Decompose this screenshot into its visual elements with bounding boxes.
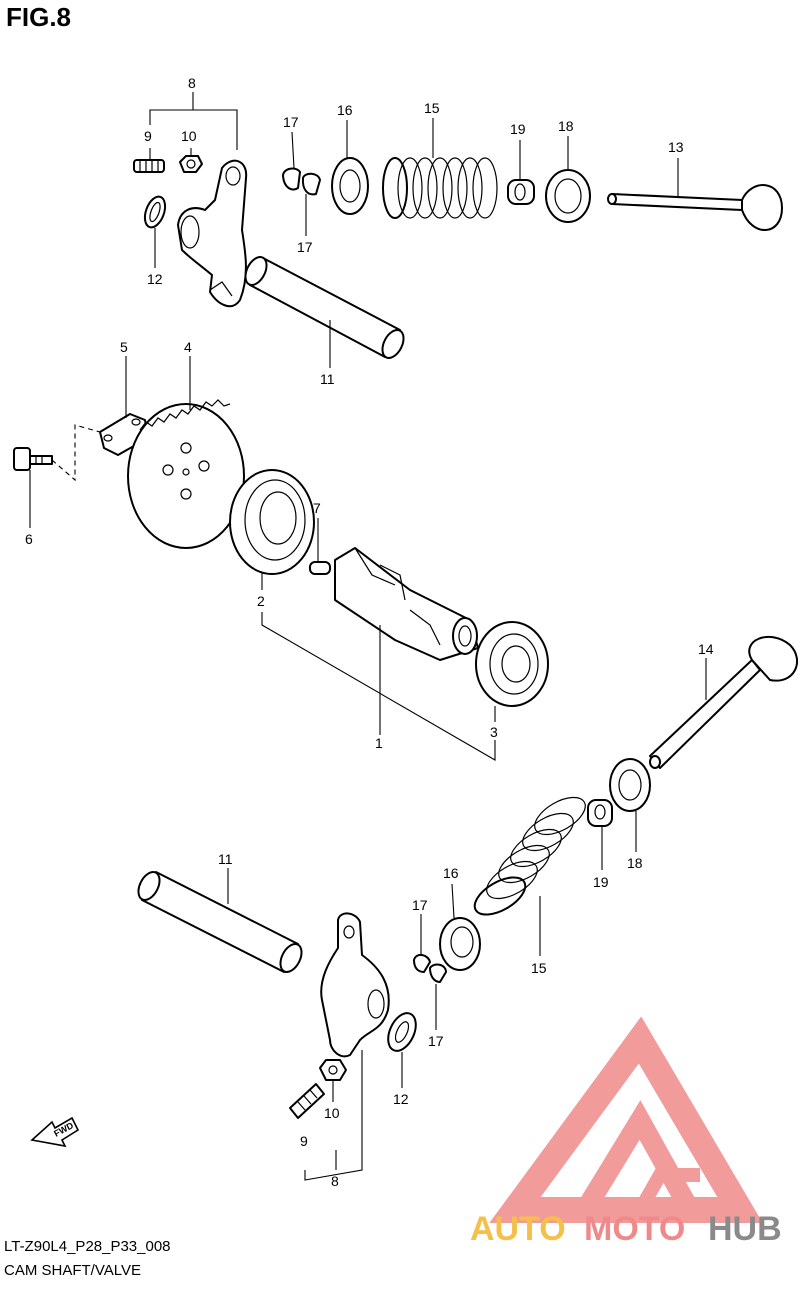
part-8-rocker-arm-top: [177, 159, 248, 308]
part-3-bearing-right: [475, 621, 549, 707]
callout-16-top: 16: [337, 102, 353, 118]
part-10-nut-bottom: [319, 1059, 347, 1081]
callout-10-top: 10: [181, 128, 197, 144]
part-13-valve-top: [607, 184, 783, 231]
automotohub-logo: [489, 1016, 763, 1223]
callouts: 8 9 10 12 17 17 16 15 19 18 13 11 5 4 6 …: [25, 75, 714, 1189]
callout-11-bottom: 11: [218, 851, 233, 867]
figure-title: FIG.8: [6, 2, 72, 32]
wordmark-hub: HUB: [708, 1210, 782, 1248]
callout-2: 2: [257, 593, 265, 609]
callout-9-bottom: 9: [300, 1133, 308, 1149]
callout-9-top: 9: [144, 128, 152, 144]
part-16-retainer-bottom: [439, 917, 481, 971]
part-12-washer-top: [143, 195, 167, 229]
part-9-adjust-screw-top: [133, 159, 165, 173]
part-17-cotter-bottom: [413, 954, 447, 983]
part-6-bolt: [13, 447, 53, 471]
part-16-retainer-top: [331, 157, 369, 215]
callout-17-top-a: 17: [283, 114, 299, 130]
diagram-code: LT-Z90L4_P28_P33_008: [4, 1238, 171, 1255]
callout-8-bottom: 8: [331, 1173, 339, 1189]
part-18-seat-top: [545, 169, 591, 223]
part-14-valve-bottom: [649, 635, 799, 769]
callout-11-top: 11: [320, 371, 335, 387]
part-18-seat-bottom: [609, 758, 651, 812]
callout-18-bottom: 18: [627, 855, 643, 871]
part-1-camshaft: [334, 547, 479, 661]
callout-16-bottom: 16: [443, 865, 459, 881]
callout-12-bottom: 12: [393, 1091, 409, 1107]
callout-12-top: 12: [147, 271, 163, 287]
callout-15-bottom: 15: [531, 960, 547, 976]
part-19-stem-seal-top: [507, 179, 535, 205]
part-4-sprocket: [127, 399, 245, 549]
diagram-name: CAM SHAFT/VALVE: [4, 1262, 141, 1279]
callout-5: 5: [120, 339, 128, 355]
part-2-bearing-left: [229, 469, 315, 575]
callout-15-top: 15: [424, 100, 440, 116]
callout-3: 3: [490, 724, 498, 740]
callout-6: 6: [25, 531, 33, 547]
part-19-stem-seal-bottom: [587, 799, 613, 827]
callout-19-bottom: 19: [593, 874, 609, 890]
wordmark-auto: AUTO: [470, 1210, 566, 1248]
callout-4: 4: [184, 339, 192, 355]
part-11-rocker-shaft-bottom: [137, 871, 303, 973]
callout-17-top-b: 17: [297, 239, 313, 255]
callout-7: 7: [313, 500, 321, 516]
part-7-pin: [309, 561, 331, 575]
wordmark-moto: MOTO: [584, 1210, 685, 1248]
part-8-rocker-arm-bottom: [320, 912, 390, 1058]
part-9-adjust-screw-bottom: [289, 1083, 325, 1119]
callout-10-bottom: 10: [324, 1105, 340, 1121]
callout-17-bottom-a: 17: [412, 897, 428, 913]
automotohub-wordmark: AUTO MOTO HUB: [470, 1210, 782, 1248]
part-15-spring-bottom: [473, 796, 586, 916]
callout-8-top: 8: [188, 75, 196, 91]
callout-19-top: 19: [510, 121, 526, 137]
fwd-arrow-icon: FWD: [30, 1116, 80, 1148]
callout-14: 14: [698, 641, 714, 657]
callout-18-top: 18: [558, 118, 574, 134]
part-15-spring-top: [382, 157, 498, 219]
leader-lines: [29, 92, 707, 1181]
callout-13: 13: [668, 139, 684, 155]
callout-17-bottom-b: 17: [428, 1033, 444, 1049]
part-11-rocker-shaft-top: [244, 256, 405, 359]
part-17-cotter-top: [282, 167, 321, 196]
callout-1: 1: [375, 735, 383, 751]
part-12-washer-bottom: [387, 1012, 417, 1052]
part-10-nut-top: [179, 155, 203, 173]
